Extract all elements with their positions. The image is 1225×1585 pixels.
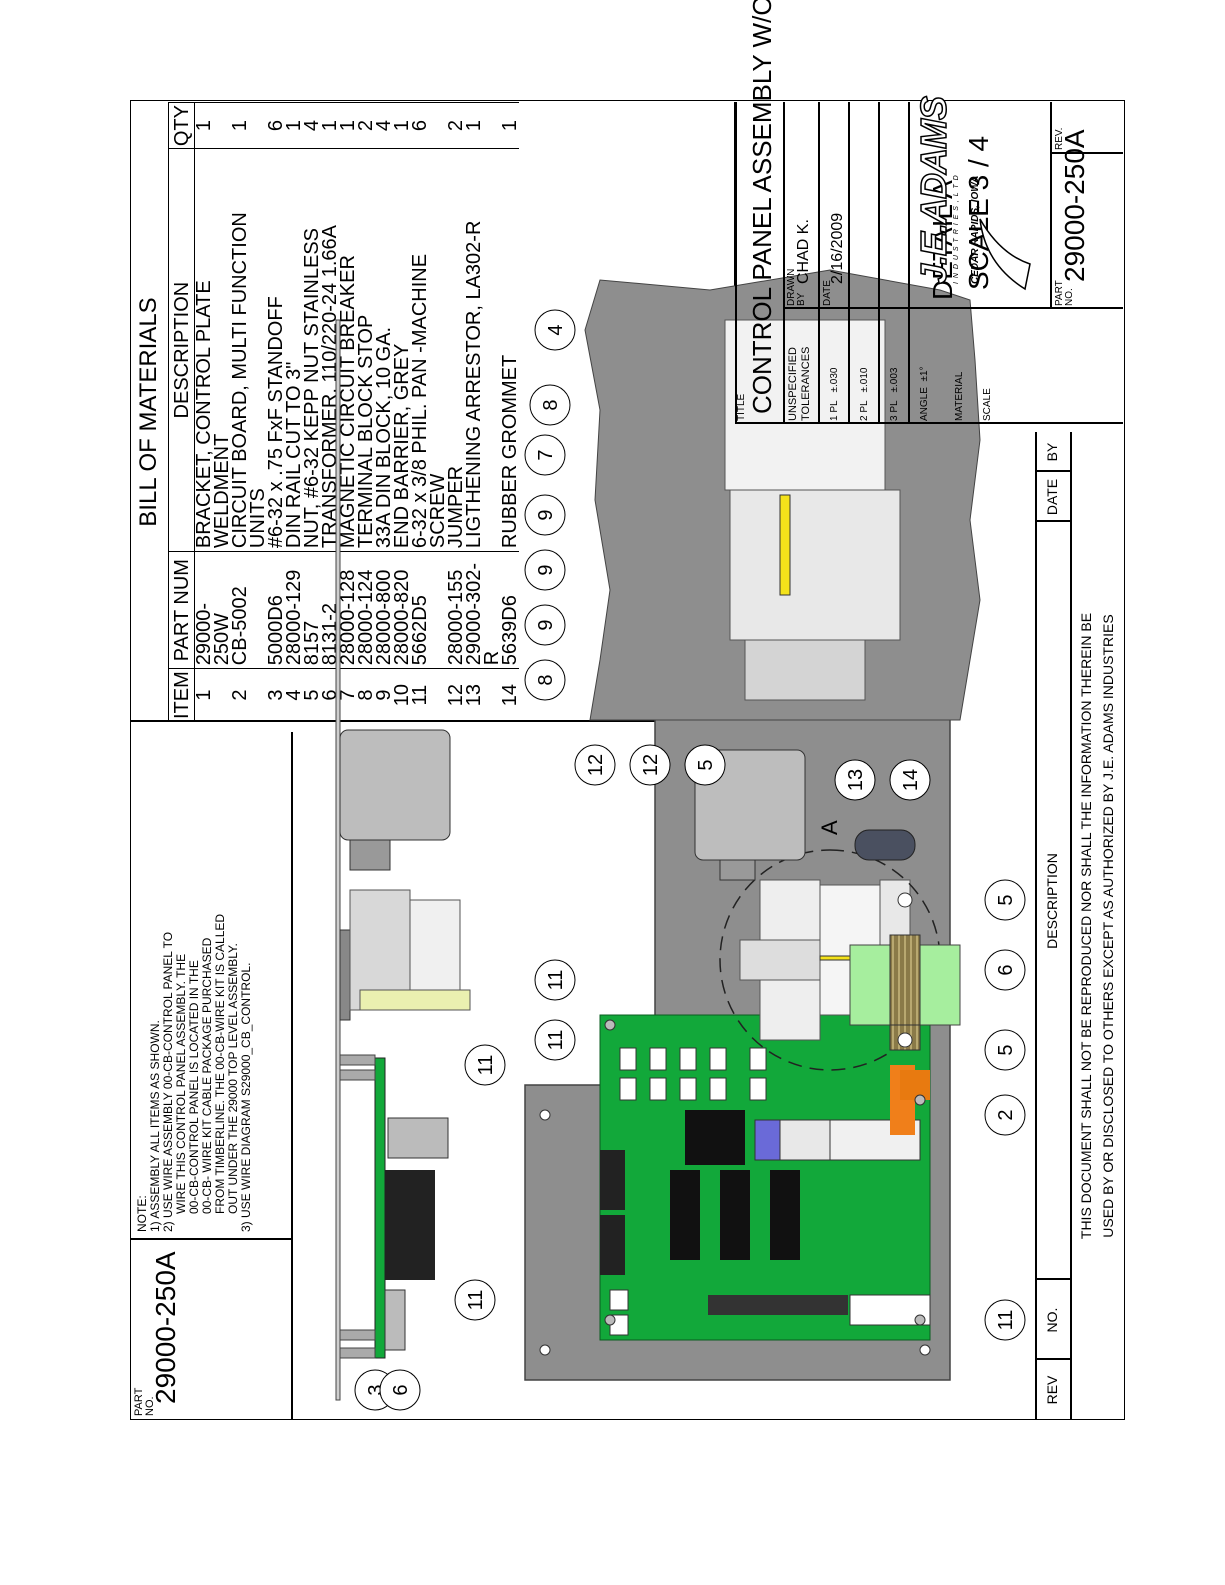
logo-swoosh-icon [979,218,1031,291]
side-arrestor [339,729,451,871]
svg-text:14: 14 [900,769,922,791]
tolerance-angle: ANGLE ±1° [919,366,930,421]
balloon: 5 [984,1029,1026,1071]
drawing-views: A 3 6 11 [335,136,1026,1411]
jumper-bar [779,494,791,596]
standoffs [339,1054,376,1359]
balloon: 9 [524,604,566,646]
rev-header: BY [1044,442,1060,462]
lightning-arrestor [694,749,806,881]
svg-text:11: 11 [475,1055,497,1076]
svg-text:8: 8 [535,674,557,685]
svg-text:4: 4 [545,324,567,335]
balloon: 6 [984,949,1026,991]
company-name: J.E.ADAMS [912,96,955,285]
drawing-date: 2/16/2009 [829,212,846,284]
balloon: 11 [984,1299,1026,1341]
svg-text:6: 6 [390,1384,412,1395]
svg-text:9: 9 [535,564,557,575]
svg-text:5: 5 [995,1044,1017,1055]
balloon: 12 [629,744,671,786]
side-pcb [374,1057,449,1359]
rotated-drawing: PART NO. 29000-250A NOTE: 1) ASSEMBLY AL… [130,0,1125,1420]
svg-text:12: 12 [585,754,607,776]
balloon: 13 [834,759,876,801]
svg-text:8: 8 [540,399,562,410]
disclaimer: THIS DOCUMENT SHALL NOT BE REPRODUCED NO… [1075,432,1119,1420]
balloon: 5 [684,744,726,786]
balloon: 7 [524,434,566,476]
svg-text:3: 3 [365,1384,387,1395]
side-din-assembly [339,889,471,1021]
rev-header: DATE [1044,478,1060,516]
balloon: 9 [524,494,566,536]
tolerance-1pl: 1 PL ±.030 [829,367,840,422]
svg-text:11: 11 [545,1030,567,1051]
tolerance-2pl: 2 PL ±.010 [859,367,870,422]
detail-a-view [584,269,981,721]
company-logo: J.E.ADAMS I N D U S T R I E S , L T D CE… [912,96,981,285]
svg-text:9: 9 [535,509,557,520]
svg-text:11: 11 [545,970,567,991]
balloon: 11 [534,959,576,1001]
svg-text:6: 6 [995,964,1017,975]
title-label: TITLE [736,393,747,421]
rubber-grommet [854,829,916,861]
drawing-title: CONTROL PANEL ASSEMBLY W/CB [747,0,777,414]
terminal-blocks [729,489,901,641]
rev-header: REV [1044,1375,1060,1405]
balloon: 12 [574,744,616,786]
svg-text:13: 13 [845,769,867,791]
balloon: 5 [984,879,1026,921]
svg-text:12: 12 [640,754,662,776]
side-plate [335,319,341,1401]
detail-scale: SCALE 3 / 4 [963,136,994,290]
balloon: 6 [379,1369,421,1411]
detail-title: DETAIL A [927,180,958,300]
side-view [335,319,471,1401]
svg-text:11: 11 [995,1310,1017,1331]
part-number: 29000-250A [1059,129,1090,282]
balloon: 14 [889,759,931,801]
disclaimer-line: THIS DOCUMENT SHALL NOT BE REPRODUCED NO… [1078,612,1094,1240]
balloon: 11 [534,1019,576,1061]
svg-text:7: 7 [535,449,557,460]
rev-header: NO. [1044,1307,1060,1333]
title-block: TITLE CONTROL PANEL ASSEMBLY W/CB UNSPEC… [735,0,1123,424]
drawn-by: CHAD K. [795,219,812,284]
balloon: 2 [984,1094,1026,1136]
balloon: 8 [524,659,566,701]
disclaimer-line: USED BY OR DISCLOSED TO OTHERS EXCEPT AS… [1100,614,1116,1238]
tolerance-3pl: 3 PL ±.003 [889,367,900,422]
balloons: 3 6 11 11 11 11 2 5 6 5 14 13 11 4 8 7 9… [354,309,1026,1411]
balloon: 11 [464,1044,506,1086]
svg-text:5: 5 [995,894,1017,905]
balloon: 9 [524,549,566,591]
balloon: 11 [454,1279,496,1321]
detail-circle [719,849,941,1071]
scale-label: SCALE [982,388,993,421]
front-view: A [524,629,961,1381]
svg-text:9: 9 [535,619,557,630]
transformer [849,892,961,1051]
rev-header: DESCRIPTION [1044,853,1060,949]
balloon: 8 [529,384,571,426]
svg-text:2: 2 [995,1109,1017,1120]
revision-strip: REV NO. DESCRIPTION DATE BY THIS DOCUMEN… [1035,432,1123,1420]
svg-text:11: 11 [465,1290,487,1311]
circuit-board [599,1014,931,1341]
detail-label: A [817,820,842,835]
drawing-sheet: PART NO. 29000-250A NOTE: 1) ASSEMBLY AL… [130,0,1125,1420]
part-no-label: PART NO. [1054,280,1075,306]
rev-label: REV. [1054,127,1065,150]
balloon: 4 [534,309,576,351]
svg-text:5: 5 [695,759,717,770]
tolerances-label: UNSPECIFIED TOLERANCES [787,346,812,421]
material-label: MATERIAL [954,371,965,421]
